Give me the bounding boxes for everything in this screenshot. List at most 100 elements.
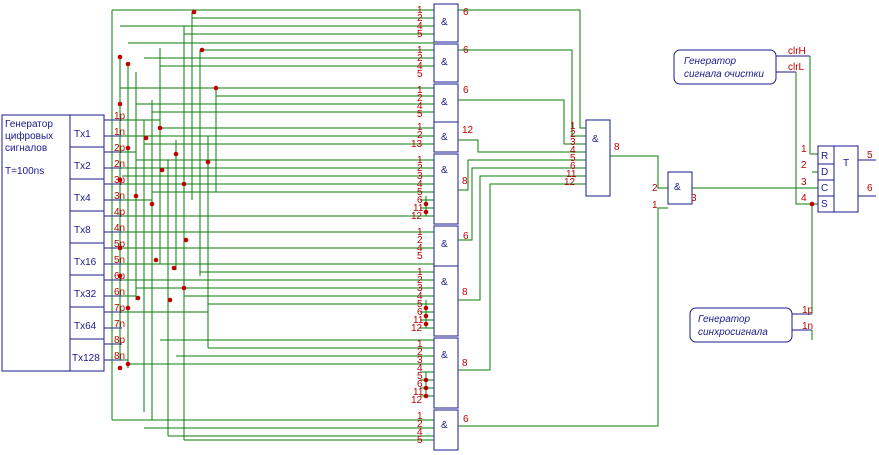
and-gate-9 [433,409,459,451]
cg-out: 8 [614,142,620,153]
junction-dot [125,305,131,311]
g4-in-2: 2 [417,130,423,141]
g8-in-1: 1 [417,339,423,350]
and-gate-4 [433,121,459,153]
g5-in-1: 1 [417,155,423,166]
tap-label-tx2: Tx2 [74,161,91,172]
junction-dot [181,181,187,187]
g7-out: 8 [462,287,468,298]
combiner-feed-wires [458,9,812,427]
signal-bus-wires [111,9,434,441]
and-gate-7 [433,265,459,337]
flipflop-output-stubs [858,159,876,197]
g3-in-1: 1 [417,85,423,96]
tap-cell-tx128 [69,338,105,372]
gate-4-input-wires [122,119,434,145]
g9-in-5: 5 [417,435,423,446]
junction-dot [199,47,205,53]
junction-dot [205,159,211,165]
and-gate-8-symbol: & [441,350,448,361]
gate-2-input-wires [128,42,434,67]
junction-dot [117,54,123,60]
generator-title-line-3: сигналов [5,143,47,154]
fg-in-1: 1 [652,200,658,211]
junction-dot [117,273,123,279]
ff-in-d: D [821,167,828,178]
junction-dot [125,61,131,67]
and-gate-6-symbol: & [441,239,448,250]
fg-out: 3 [691,193,697,204]
ff-in-r: R [821,151,828,162]
clear-generator-line-1: Генератор [684,56,737,67]
ff-pin-3: 3 [801,177,807,188]
combiner-to-final-wire [610,155,668,189]
g9-in-4: 4 [417,427,423,438]
clear-signal-generator: Генератор сигнала очистки clrH clrL [673,46,812,205]
and-gate-1-symbol: & [441,17,448,28]
g7-in-6: 6 [417,307,423,318]
g2-in-5: 5 [417,69,423,80]
gate-to-combiner-wires [458,9,586,371]
g8-in-4: 4 [417,363,423,374]
junction-dot [423,321,429,327]
ff-in-c: C [821,183,828,194]
tap-label-tx4: Tx4 [74,193,91,204]
junction-dot [157,125,163,131]
sync-generator-line-2: синхросигнала [698,327,768,338]
and-gate-2 [433,43,459,83]
and-gate-5 [433,153,459,225]
generator-title-line-2: цифровых [5,130,53,142]
g3-in-2: 2 [417,93,423,104]
and-gate-8 [433,337,459,409]
and-gate-3-symbol: & [441,97,448,108]
clear-generator-body [673,49,777,85]
g2-in-4: 4 [417,61,423,72]
cg-in-11: 11 [566,169,577,180]
junction-dot [149,201,155,207]
tap-label-tx8: Tx8 [74,225,91,236]
junction-dot [809,201,815,207]
g6-in-5: 5 [417,251,423,262]
clear-out-clrl: clrL [788,62,805,73]
bus-verticals [111,10,217,440]
digital-signal-generator: Генератор цифровых сигналов T=100ns Tx1 … [1,111,126,372]
tap-cell-tx1 [69,114,105,148]
final-and-gate: & 2 1 3 [652,171,697,211]
g6-in-4: 4 [417,243,423,254]
cg-in-5: 5 [570,153,576,164]
flipflop-body [817,145,859,213]
junction-dot [153,257,159,263]
gate-9-to-final-wire [458,207,668,427]
g3-in-4: 4 [417,101,423,112]
g7-in-5: 5 [417,299,423,310]
gate-6-input-wires [122,215,434,265]
junction-dot [181,285,187,291]
and-gate-4-symbol: & [441,132,448,143]
g7-in-12: 12 [411,323,423,334]
junction-dot [125,361,131,367]
combiner-gate-body [585,119,611,197]
tap-label-tx1: Tx1 [74,129,91,140]
cg-in-4: 4 [570,145,576,156]
ff-pin-4: 4 [801,193,807,204]
gate-8-input-wires [122,339,434,397]
g7-in-2: 2 [417,275,423,286]
g5-out: 8 [462,176,468,187]
sync-generator-body [689,307,793,343]
g8-in-2: 2 [417,347,423,358]
g6-out: 6 [463,231,469,242]
tap-label-tx32: Tx32 [74,289,97,300]
ff-out-6: 6 [867,183,873,194]
generator-period: T=100ns [5,166,44,177]
g6-in-1: 1 [417,227,423,238]
gate-9-input-wires [112,419,434,441]
ff-in-s: S [821,199,828,210]
tap-label-tx16: Tx16 [74,257,97,268]
clear-generator-line-2: сигнала очистки [684,69,764,80]
junction-dot [117,365,123,371]
and-gate-1 [433,3,459,43]
g7-in-1: 1 [417,267,423,278]
generator-pin-stubs [104,119,122,361]
g8-in-3: 3 [417,355,423,366]
